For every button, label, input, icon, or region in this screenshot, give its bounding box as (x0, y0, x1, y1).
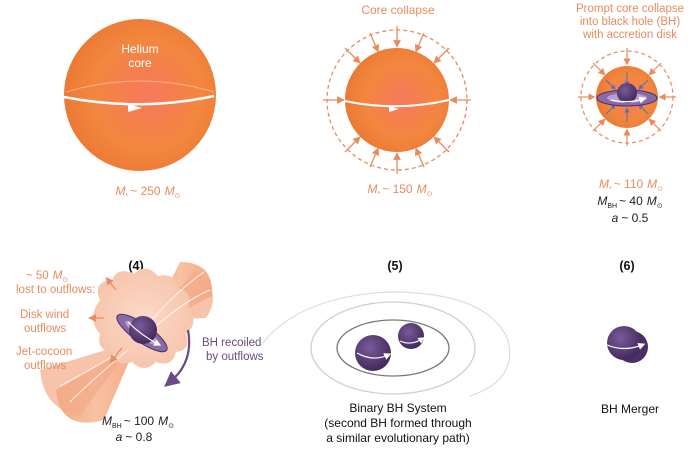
panel5-caption-line2: (second BH formed through (324, 416, 471, 430)
black-hole-primary (355, 335, 391, 371)
panel4-number: (4) (128, 259, 143, 273)
jet-cocoon-label-line1: Jet-cocoon (16, 346, 72, 358)
merged-black-hole (607, 326, 641, 360)
infall-arrows (578, 48, 676, 146)
black-hole-secondary (398, 323, 424, 349)
rotation-equator-back (65, 80, 215, 93)
panel2-title: Core collapse (361, 3, 435, 17)
middle-orbit (310, 301, 476, 395)
disk-wind-label-line2: outflows (24, 323, 66, 335)
recoil-arrow (164, 329, 191, 387)
panel4-spin-label: a~ 0.8 (116, 430, 153, 444)
panel6-number: (6) (619, 259, 634, 273)
panel-bh-merger: (6) BH Merger (601, 259, 659, 416)
rotation-equator (344, 99, 450, 108)
panel5-number: (5) (387, 259, 402, 273)
outer-orbit-arc (261, 291, 511, 397)
panel3-title-line2: into black hole (BH) (580, 16, 681, 28)
panel3-title-line3: with accretion disk (582, 29, 677, 41)
panel6-caption: BH Merger (601, 402, 659, 416)
bh-primary-rotation-arrow (356, 352, 392, 360)
inner-flow-arrows (605, 72, 649, 122)
helium-core-label-line1: Helium (121, 42, 158, 56)
panel5-caption-line3: a similar evolutionary path) (326, 431, 469, 445)
mass-loss-text: lost to outflows: (16, 284, 95, 296)
inner-orbit (336, 319, 450, 377)
rotation-arrowhead (128, 104, 142, 112)
bh-rotation-arrow (127, 321, 162, 346)
merger-rotation-arrow (606, 342, 646, 350)
panel-prompt-collapse: Prompt core collapse into black hole (BH… (576, 3, 684, 225)
black-hole (617, 83, 637, 103)
helium-core-label-line2: core (128, 56, 152, 70)
recoil-label-line2: by outflows (206, 351, 264, 363)
jet-cocoon-label-line2: outflows (24, 360, 66, 372)
panel5-caption-line1: Binary BH System (349, 401, 446, 415)
black-hole (129, 316, 157, 344)
disk-wind-label-line1: Disk wind (20, 309, 69, 321)
panel-binary-bh: (5) Binary BH System (second BH formed t… (261, 259, 511, 445)
helium-core-star (64, 19, 216, 171)
recoil-label-line1: BH recoiled (202, 337, 261, 349)
collapsing-star (345, 48, 449, 152)
rotation-equator (63, 94, 215, 106)
panel3-spin-label: a~ 0.5 (612, 211, 649, 225)
disk-rotation-arrow (610, 96, 647, 104)
bh-secondary-rotation-arrow (399, 337, 425, 344)
disk-wind-arrows (88, 276, 123, 363)
infall-arrows (323, 26, 471, 174)
rotation-arrowhead (389, 106, 399, 112)
panel3-title-line1: Prompt core collapse (576, 3, 684, 15)
